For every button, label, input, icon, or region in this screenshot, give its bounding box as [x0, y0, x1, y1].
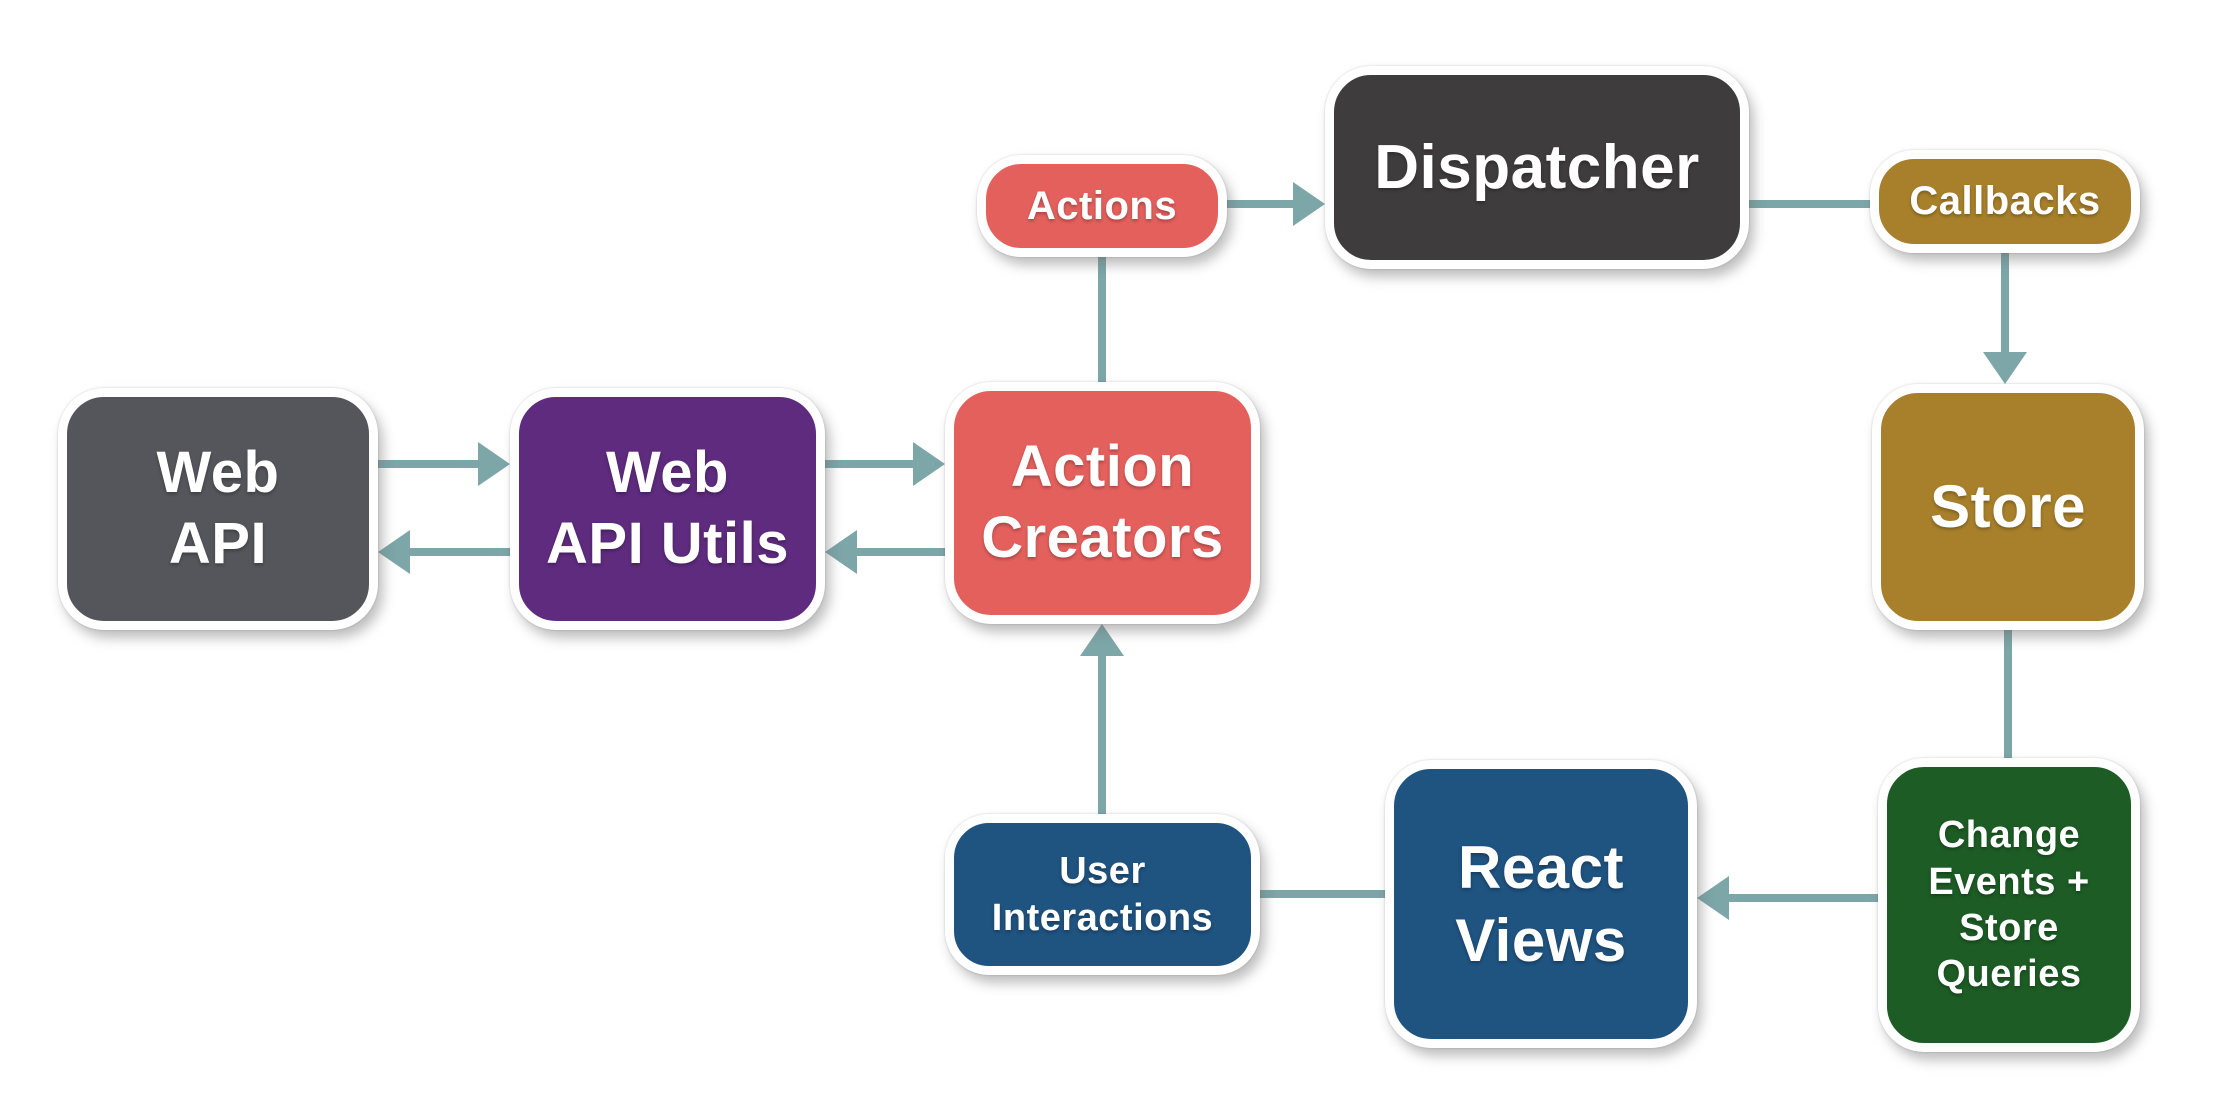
arrow-user-interactions-to-action-creators [1080, 624, 1124, 814]
node-web-api: Web API [58, 388, 378, 630]
node-callbacks: Callbacks [1870, 150, 2140, 253]
node-store: Store [1872, 384, 2144, 630]
arrow-action-creators-to-web-api-utils [825, 530, 945, 574]
node-change-events-store-queries: Change Events + Store Queries [1878, 758, 2140, 1052]
node-react-views: React Views [1385, 760, 1697, 1048]
node-user-interactions-label: User Interactions [991, 850, 1214, 939]
node-action-creators-label: Action Creators [981, 434, 1224, 570]
node-actions: Actions [977, 155, 1227, 257]
node-change-events-store-queries-label: Change Events + Store Queries [1928, 814, 2090, 996]
node-dispatcher: Dispatcher [1325, 66, 1749, 269]
node-action-creators: Action Creators [945, 382, 1260, 624]
node-web-api-label: Web API [156, 440, 280, 576]
node-web-api-utils-label: Web API Utils [546, 440, 789, 576]
arrow-callbacks-to-store [1983, 253, 2027, 384]
arrow-web-api-utils-to-web-api [378, 530, 510, 574]
arrow-web-api-utils-to-action-creators [825, 442, 945, 486]
arrow-change-events-to-react-views [1697, 876, 1878, 920]
node-actions-label: Actions [1026, 183, 1178, 228]
node-react-views-label: React Views [1455, 833, 1627, 974]
node-callbacks-label: Callbacks [1909, 179, 2101, 224]
node-user-interactions: User Interactions [945, 814, 1260, 975]
node-store-label: Store [1930, 473, 2086, 541]
arrow-web-api-to-web-api-utils [378, 442, 510, 486]
arrow-actions-to-dispatcher [1227, 182, 1325, 226]
node-dispatcher-label: Dispatcher [1374, 132, 1700, 202]
node-web-api-utils: Web API Utils [510, 388, 825, 630]
